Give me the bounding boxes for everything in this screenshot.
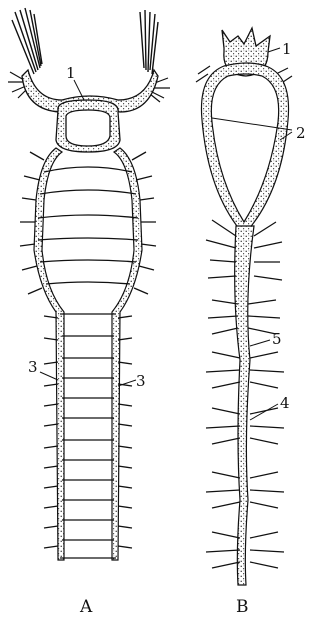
panel-a-label-3-right: 3 bbox=[136, 372, 146, 390]
panel-b-label-2: 2 bbox=[296, 124, 306, 142]
panel-b-ventral-cord bbox=[235, 226, 254, 585]
panel-a-label-3-left: 3 bbox=[28, 358, 38, 376]
panel-a-left-tuft bbox=[12, 8, 42, 74]
panel-b-leader-1 bbox=[268, 48, 280, 52]
panel-b-caption: B bbox=[236, 597, 249, 617]
panel-a-leader-3-left bbox=[40, 372, 58, 380]
panel-a-right-tuft bbox=[140, 10, 158, 74]
panel-a-head-ring bbox=[56, 100, 120, 152]
panel-a-label-1: 1 bbox=[66, 64, 76, 82]
panel-a-left-cord bbox=[34, 148, 64, 560]
panel-a-caption: A bbox=[79, 597, 93, 617]
panel-b-nerve-loop bbox=[201, 63, 288, 230]
panel-a-right-cord bbox=[112, 148, 142, 560]
panel-b-label-1: 1 bbox=[282, 40, 292, 58]
panel-b-label-5: 5 bbox=[272, 330, 282, 348]
panel-a-drawing bbox=[8, 8, 170, 560]
panel-b-label-4: 4 bbox=[280, 394, 290, 412]
panel-b-leader-4 bbox=[250, 404, 278, 420]
panel-b-drawing bbox=[196, 28, 292, 585]
panel-b-leader-5 bbox=[250, 340, 270, 346]
